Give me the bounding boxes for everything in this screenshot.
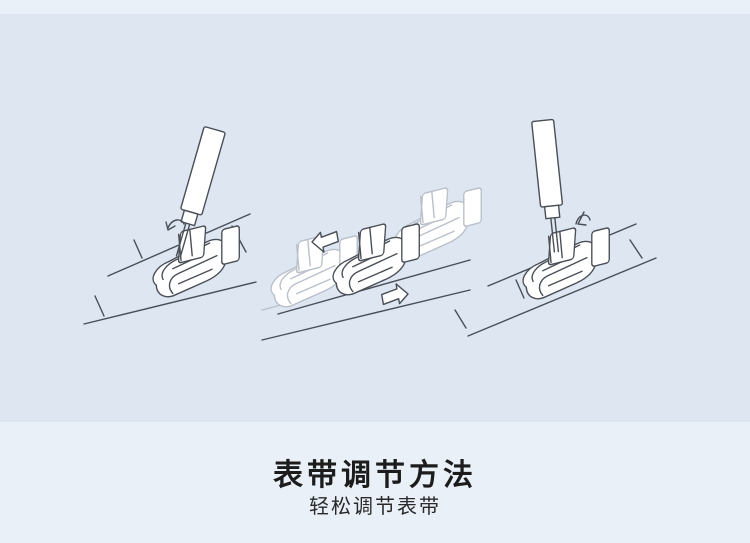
arrow-right-icon bbox=[379, 281, 411, 308]
page-title: 表带调节方法 bbox=[273, 458, 477, 493]
buckle-link-icon bbox=[512, 218, 623, 303]
step-1-diagram bbox=[83, 125, 257, 325]
page-subtitle: 轻松调节表带 bbox=[309, 494, 441, 518]
rotate-arrow-icon bbox=[167, 219, 185, 229]
illustration-panel bbox=[0, 14, 750, 422]
caption: 表带调节方法 轻松调节表带 bbox=[0, 422, 750, 543]
step-3-diagram bbox=[454, 118, 657, 337]
strap-adjustment-diagram bbox=[83, 118, 657, 341]
step-2-diagram bbox=[260, 178, 495, 341]
